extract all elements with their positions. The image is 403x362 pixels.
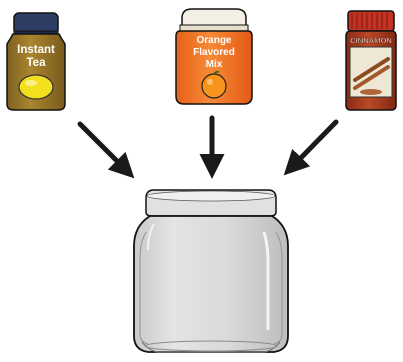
orange-mix-jar: Orange Flavored Mix <box>176 9 252 104</box>
orange-label-line2: Flavored <box>193 47 235 58</box>
cinnamon-label: CINNAMON <box>350 36 392 45</box>
arrows-into-jar <box>80 118 336 172</box>
tea-label-line1: Instant <box>17 44 55 56</box>
lemon-icon <box>19 75 53 99</box>
cinnamon-jar: CINNAMON <box>346 11 396 110</box>
tea-label-line2: Tea <box>27 57 47 69</box>
orange-label-line3: Mix <box>206 59 223 70</box>
orange-label-line1: Orange <box>196 35 231 46</box>
arrow-from-tea <box>80 124 128 172</box>
instant-tea-jar: Instant Tea <box>7 13 65 110</box>
jar-icon <box>134 190 288 352</box>
orange-jar-lid <box>182 9 246 26</box>
arrow-from-cinnamon <box>290 122 336 169</box>
